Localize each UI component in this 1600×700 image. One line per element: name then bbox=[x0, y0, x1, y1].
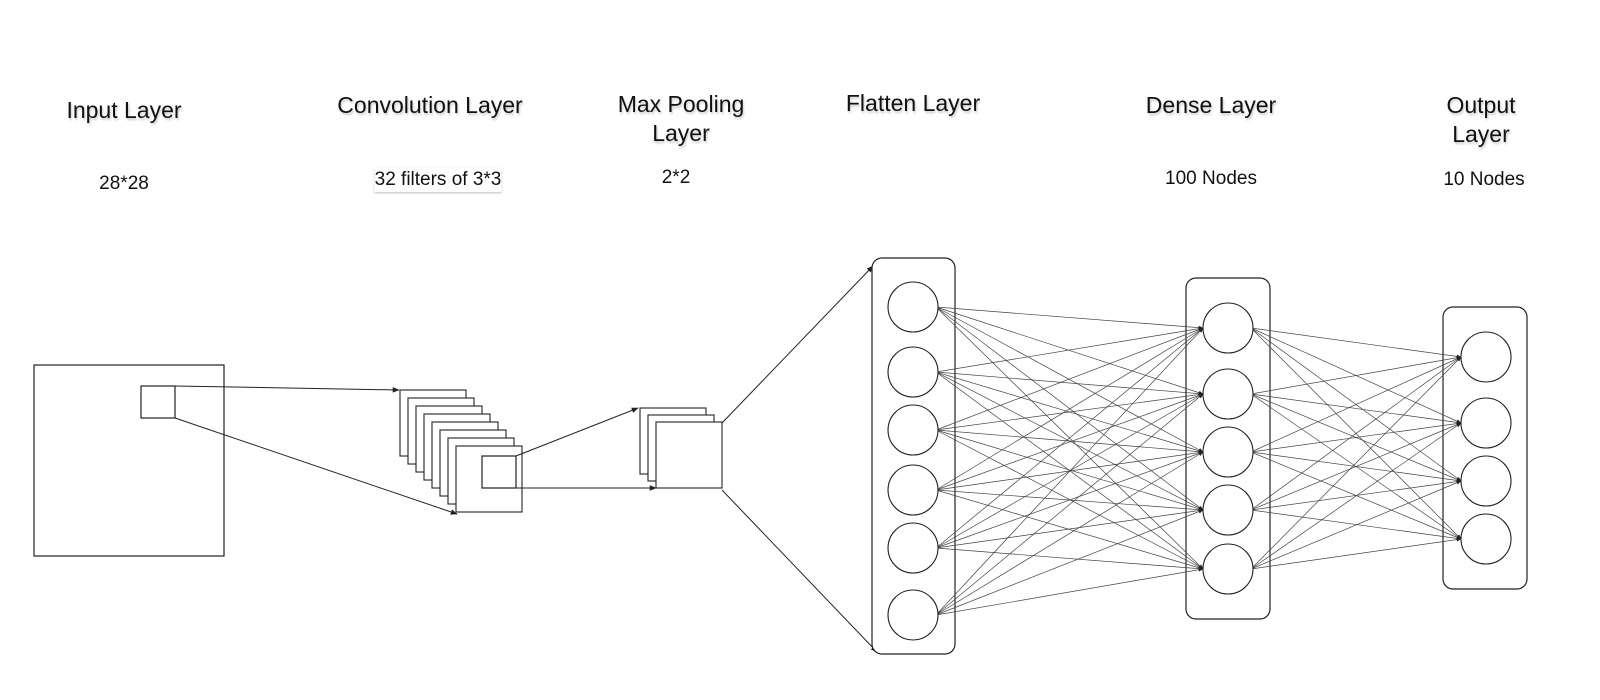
flatten-node bbox=[887, 281, 939, 333]
flatten-dense-edge bbox=[935, 306, 1204, 395]
flatten-dense-edge bbox=[935, 327, 1204, 549]
flatten-node bbox=[887, 346, 939, 398]
input-to-conv-bottom-arrow bbox=[174, 417, 458, 515]
dense-node bbox=[1202, 426, 1254, 478]
convolution-patch-box bbox=[481, 455, 517, 489]
flatten-dense-edge bbox=[935, 451, 1204, 616]
output-node bbox=[1460, 397, 1512, 449]
max-pooling-map bbox=[655, 421, 723, 489]
input-layer-detail: 28*28 bbox=[99, 173, 149, 194]
output-node bbox=[1460, 455, 1512, 507]
flatten-layer-title: Flatten Layer bbox=[845, 90, 981, 116]
max-pooling-map-stack bbox=[639, 407, 723, 489]
flatten-to-dense-connections bbox=[935, 306, 1204, 616]
dense-node bbox=[1202, 368, 1254, 420]
max-pooling-layer-detail: 2*2 bbox=[661, 167, 691, 188]
dense-output-edge bbox=[1250, 356, 1462, 511]
output-layer-title: Output Layer bbox=[1446, 92, 1516, 147]
dense-layer-detail: 100 Nodes bbox=[1165, 168, 1257, 189]
flatten-dense-edge bbox=[935, 327, 1204, 491]
flatten-dense-edge bbox=[935, 392, 1204, 431]
flatten-dense-edge bbox=[935, 429, 1204, 454]
flatten-layer-nodes bbox=[887, 281, 939, 641]
convolution-layer-detail: 32 filters of 3*3 bbox=[374, 169, 502, 190]
flatten-node bbox=[887, 404, 939, 456]
dense-output-edge bbox=[1250, 480, 1462, 570]
dense-layer-title: Dense Layer bbox=[1145, 92, 1277, 118]
dense-output-edge bbox=[1250, 479, 1462, 511]
flatten-dense-edge bbox=[935, 327, 1204, 431]
flatten-node bbox=[887, 589, 939, 641]
dense-node bbox=[1202, 302, 1254, 354]
flatten-dense-edge bbox=[935, 393, 1204, 616]
output-layer-detail: 10 Nodes bbox=[1443, 169, 1525, 190]
output-layer-nodes bbox=[1460, 331, 1512, 565]
flatten-dense-edge bbox=[935, 547, 1204, 571]
dense-layer-nodes bbox=[1202, 302, 1254, 595]
flatten-dense-edge bbox=[935, 489, 1204, 570]
flatten-dense-edge bbox=[935, 508, 1204, 549]
flatten-dense-edge bbox=[935, 371, 1204, 396]
dense-output-edge bbox=[1250, 509, 1462, 541]
output-node bbox=[1460, 513, 1512, 565]
dense-node bbox=[1202, 484, 1254, 536]
pool-to-flatten-bottom-arrow bbox=[721, 489, 878, 653]
dense-output-edge bbox=[1250, 327, 1462, 359]
flatten-dense-edge bbox=[935, 509, 1204, 616]
dense-output-edge bbox=[1250, 537, 1462, 570]
input-image-box bbox=[33, 364, 225, 557]
dense-output-edge bbox=[1250, 356, 1462, 570]
flatten-dense-edge bbox=[935, 429, 1204, 570]
output-node bbox=[1460, 331, 1512, 383]
flatten-dense-edge bbox=[935, 327, 1204, 616]
flatten-node bbox=[887, 464, 939, 516]
convolution-feature-map-stack bbox=[399, 389, 523, 513]
flatten-dense-edge bbox=[935, 371, 1204, 570]
dense-output-edge bbox=[1250, 421, 1462, 453]
flatten-dense-edge bbox=[935, 326, 1204, 373]
dense-output-edge bbox=[1250, 355, 1462, 395]
input-to-conv-top-arrow bbox=[174, 385, 400, 393]
max-pooling-layer-title: Max Pooling Layer bbox=[617, 91, 745, 146]
input-layer-title: Input Layer bbox=[66, 97, 182, 123]
flatten-dense-edge bbox=[935, 451, 1204, 549]
dense-output-edge bbox=[1250, 356, 1462, 453]
dense-to-output-connections bbox=[1250, 327, 1462, 570]
dense-node bbox=[1202, 543, 1254, 595]
convolution-layer-title: Convolution Layer bbox=[337, 92, 523, 118]
flatten-dense-edge bbox=[935, 567, 1204, 616]
pool-to-flatten-top-arrow bbox=[721, 265, 874, 424]
flatten-dense-edge bbox=[935, 429, 1204, 511]
flatten-node bbox=[887, 522, 939, 574]
flatten-dense-edge bbox=[935, 306, 1204, 453]
flatten-dense-edge bbox=[935, 393, 1204, 491]
dense-output-edge bbox=[1250, 422, 1462, 570]
flatten-dense-edge bbox=[935, 306, 1204, 511]
dense-output-edge bbox=[1250, 393, 1462, 425]
flatten-dense-edge bbox=[935, 306, 1204, 330]
conv-to-pool-top-arrow bbox=[515, 407, 639, 457]
input-patch-box bbox=[140, 385, 176, 419]
dense-output-edge bbox=[1250, 422, 1462, 511]
